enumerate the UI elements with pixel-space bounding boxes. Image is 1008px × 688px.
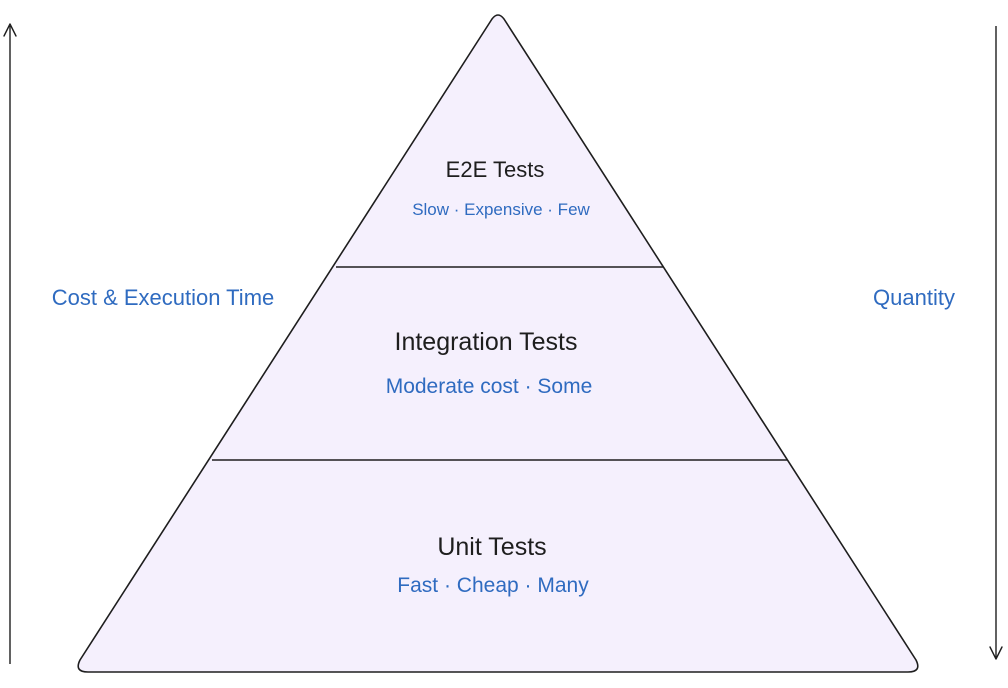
left-axis-label: Cost & Execution Time: [52, 285, 275, 310]
tier-title-unit: Unit Tests: [437, 533, 546, 561]
tier-title-e2e: E2E Tests: [446, 157, 545, 182]
tier-subtitle-unit: Fast · Cheap · Many: [397, 574, 589, 597]
arrow-down-icon: [989, 26, 1003, 660]
pyramid-shape: [77, 14, 919, 673]
tier-subtitle-e2e: Slow · Expensive · Few: [412, 200, 590, 219]
tier-title-integration: Integration Tests: [395, 328, 578, 356]
tier-subtitle-integration: Moderate cost · Some: [386, 375, 593, 398]
arrow-up-icon: [3, 23, 17, 664]
right-axis-label: Quantity: [873, 285, 955, 310]
